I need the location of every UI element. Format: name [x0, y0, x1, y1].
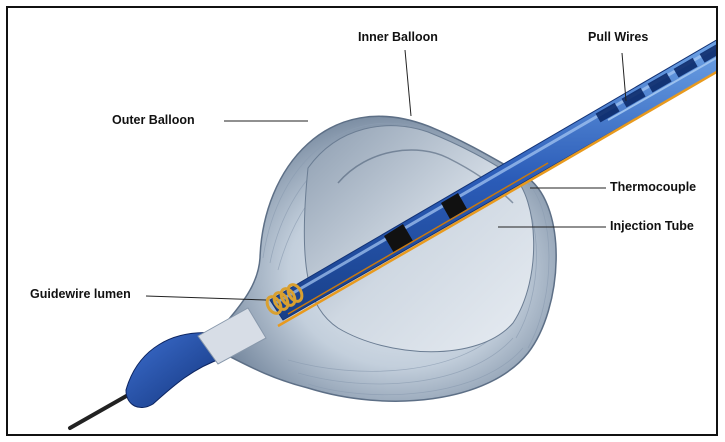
label-outer-balloon: Outer Balloon	[112, 113, 195, 127]
label-injection-tube: Injection Tube	[610, 219, 694, 233]
label-pull-wires: Pull Wires	[588, 30, 648, 44]
label-thermocouple: Thermocouple	[610, 180, 696, 194]
label-guidewire-lumen: Guidewire lumen	[30, 287, 131, 301]
diagram-frame: Inner Balloon Pull Wires Outer Balloon T…	[6, 6, 718, 436]
label-inner-balloon: Inner Balloon	[358, 30, 438, 44]
